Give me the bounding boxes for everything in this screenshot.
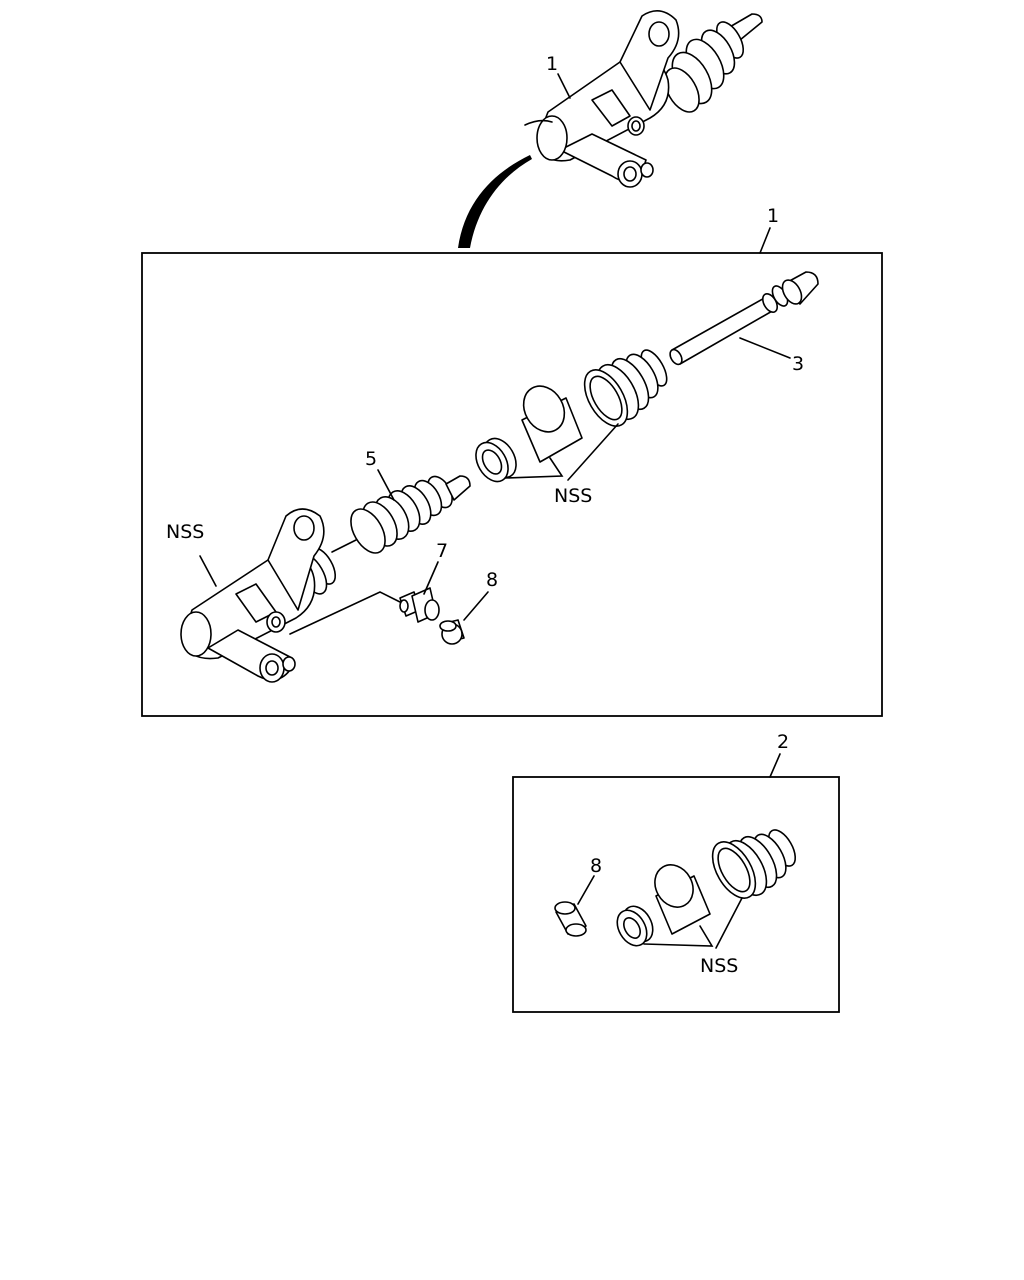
label-nss-main: NSS: [554, 485, 592, 507]
kit-dust-boot: [711, 829, 797, 899]
label-spring: 5: [365, 448, 377, 470]
leader-assembly-box: [759, 227, 771, 254]
dust-boot: [583, 349, 668, 427]
leader-spring: [377, 469, 395, 501]
leader-kit-box: [769, 753, 781, 778]
push-rod: [669, 271, 819, 366]
label-cap-kit: 8: [590, 855, 602, 877]
leader-cap-main: [463, 591, 489, 621]
assembled-slave-cylinder: [524, 10, 763, 188]
label-bleeder: 7: [436, 540, 448, 562]
kit-piston-cup: [616, 905, 654, 947]
label-push-rod: 3: [792, 353, 804, 375]
bleeder-axis-line: [289, 591, 401, 635]
label-cap-main: 8: [486, 569, 498, 591]
leader-bleeder: [423, 561, 439, 595]
repair-kit-box: [512, 776, 840, 1013]
label-kit-box: 2: [777, 731, 789, 753]
label-assembly-box: 1: [767, 205, 779, 227]
label-assembly-top: 1: [546, 53, 558, 75]
leader-assembly-top: [557, 73, 571, 99]
bleeder-cap-main: [439, 619, 465, 645]
cylinder-body: [180, 508, 337, 683]
assembly-axis-line: [331, 539, 357, 553]
leader-nss-kit-b: [715, 897, 743, 949]
label-nss-kit: NSS: [700, 955, 738, 977]
piston: [521, 385, 583, 463]
piston-cup: [475, 437, 517, 483]
bleeder-screw: [399, 587, 440, 623]
kit-piston: [654, 864, 711, 935]
label-nss-body: NSS: [166, 521, 204, 543]
leader-cap-kit: [577, 875, 595, 905]
leader-nss-main-b: [567, 423, 619, 481]
leader-nss-body: [199, 555, 217, 587]
return-spring: [350, 475, 471, 554]
kit-bleeder-cap: [554, 901, 587, 937]
assembly-connector: [458, 155, 532, 248]
exploded-view-box: [141, 252, 883, 717]
leader-push-rod: [739, 337, 791, 359]
leader-nss-main-a: [504, 457, 564, 479]
leader-nss-kit-a: [643, 925, 714, 947]
